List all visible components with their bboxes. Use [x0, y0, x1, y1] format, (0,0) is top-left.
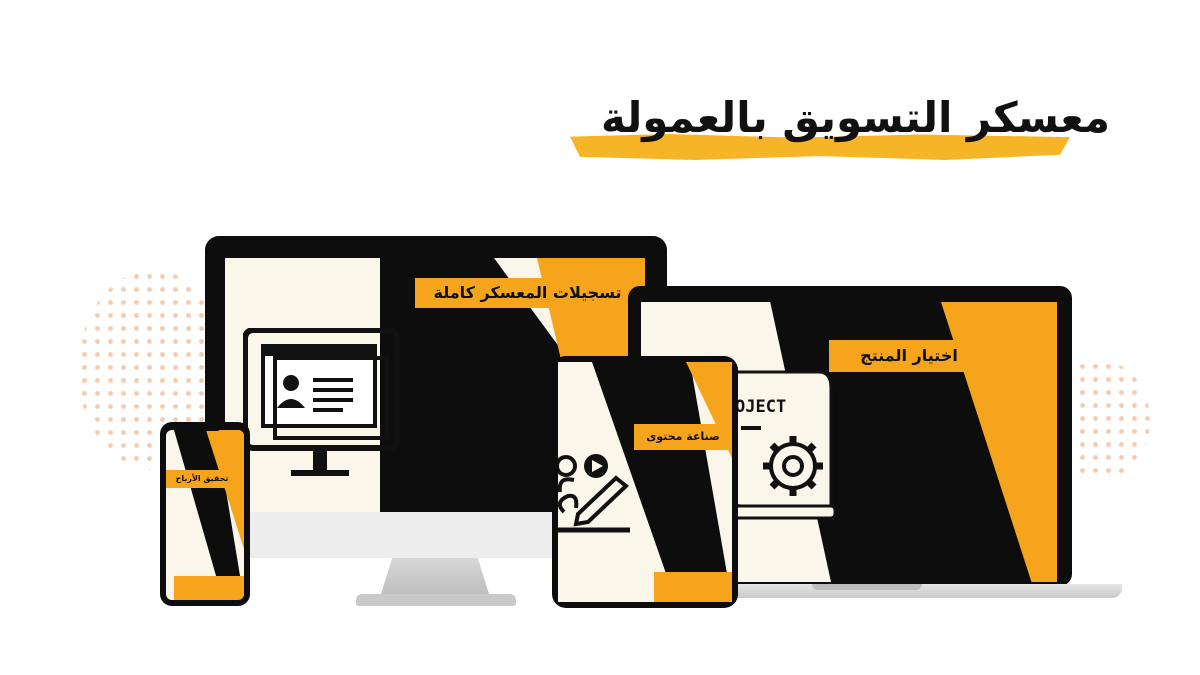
- content-creation-icon: [558, 454, 630, 533]
- laptop-label: اختيار المنتج: [829, 340, 989, 372]
- monitor-base: [356, 594, 516, 606]
- tablet-label: صناعة محتوى: [634, 424, 732, 450]
- monitor-stand: [380, 555, 490, 597]
- phone-label: تحقيق الأرباح: [166, 470, 238, 488]
- project-gear-icon: OJECT: [731, 370, 837, 520]
- monitor-label: تسجيلات المعسكر كاملة: [415, 278, 640, 308]
- phone-notch: [190, 426, 220, 431]
- project-icon-text: OJECT: [735, 397, 786, 417]
- laptop-base: [612, 584, 1122, 598]
- headline-block: معسكر التسويق بالعمولة: [520, 88, 1110, 178]
- page-title: معسكر التسويق بالعمولة: [600, 93, 1110, 142]
- tablet-screen: صناعة محتوى: [558, 362, 732, 602]
- profile-window-icon: [243, 328, 400, 476]
- phone-screen: تحقيق الأرباح: [166, 430, 244, 600]
- laptop-notch: [812, 584, 922, 590]
- brush-stroke-highlight: [570, 134, 1070, 160]
